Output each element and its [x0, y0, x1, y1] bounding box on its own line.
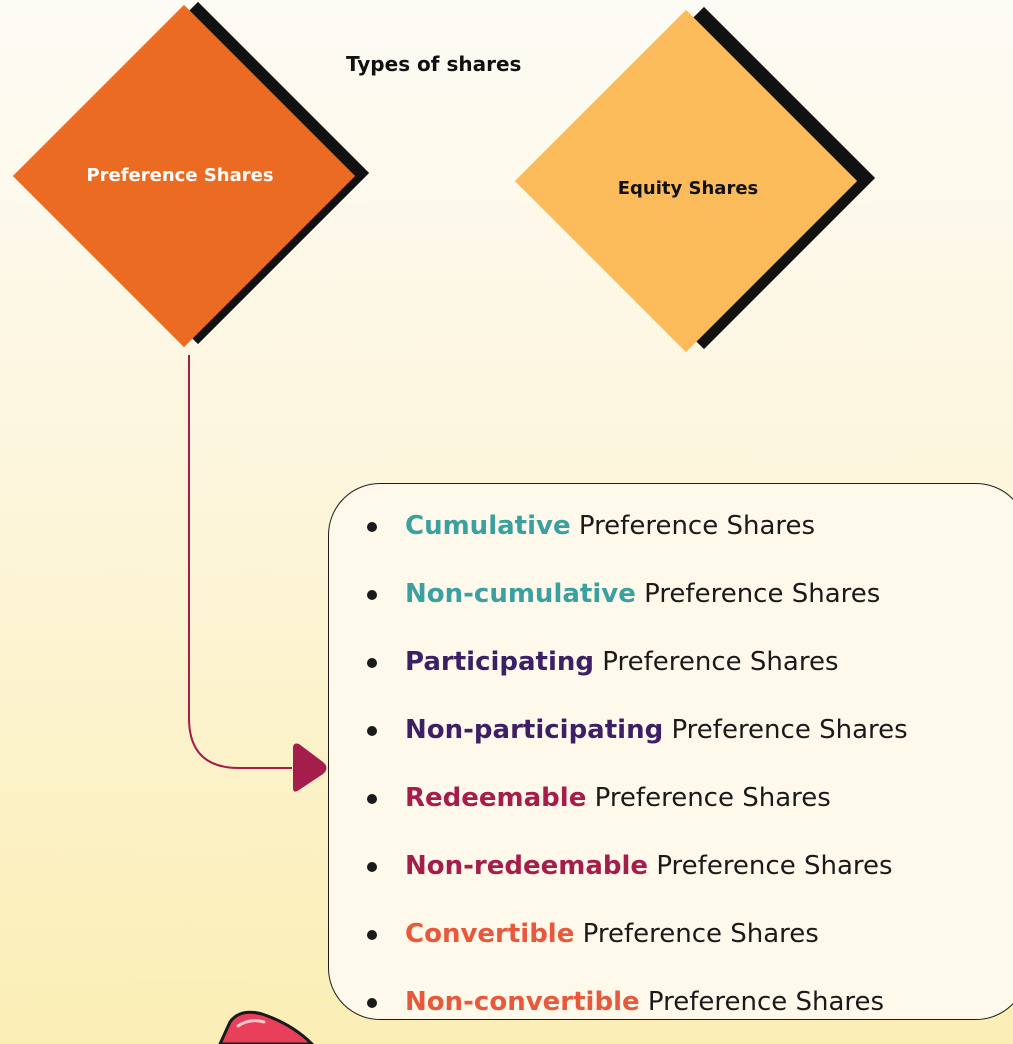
list-item: Convertible Preference Shares [365, 914, 908, 982]
equity-diamond-label: Equity Shares [617, 178, 759, 199]
share-type-keyword: Redeemable [405, 783, 587, 813]
bullet-icon [367, 998, 377, 1008]
bullet-icon [367, 590, 377, 600]
bullet-icon [367, 658, 377, 668]
share-type-suffix: Preference Shares [647, 987, 885, 1017]
share-type-suffix: Preference Shares [594, 783, 831, 813]
bullet-icon [367, 930, 377, 940]
bullet-icon [367, 726, 377, 736]
list-item: Non-redeemable Preference Shares [365, 846, 908, 914]
share-type-keyword: Non-redeemable [405, 851, 649, 881]
list-item: Non-participating Preference Shares [365, 710, 908, 778]
list-item: Participating Preference Shares [365, 642, 908, 710]
share-type-suffix: Preference Shares [578, 511, 816, 541]
share-type-keyword: Cumulative [405, 511, 571, 541]
list-item: Non-cumulative Preference Shares [365, 574, 908, 642]
page-title: Types of shares [346, 52, 522, 76]
share-type-suffix: Preference Shares [582, 919, 819, 949]
share-type-keyword: Convertible [405, 919, 575, 949]
list-item: Cumulative Preference Shares [365, 506, 908, 574]
bullet-icon [367, 862, 377, 872]
list-item: Redeemable Preference Shares [365, 778, 908, 846]
share-type-suffix: Preference Shares [602, 647, 839, 677]
bullet-icon [367, 522, 377, 532]
arrowhead-icon [293, 743, 327, 792]
share-type-suffix: Preference Shares [671, 715, 908, 745]
share-type-suffix: Preference Shares [656, 851, 893, 881]
share-type-keyword: Non-cumulative [405, 579, 636, 609]
bullet-icon [367, 794, 377, 804]
preference-diamond-label: Preference Shares [86, 165, 274, 186]
share-type-keyword: Participating [405, 647, 595, 677]
share-type-suffix: Preference Shares [644, 579, 881, 609]
share-type-keyword: Non-convertible [405, 987, 640, 1017]
share-type-keyword: Non-participating [405, 715, 664, 745]
list-item: Non-convertible Preference Shares [365, 982, 908, 1044]
